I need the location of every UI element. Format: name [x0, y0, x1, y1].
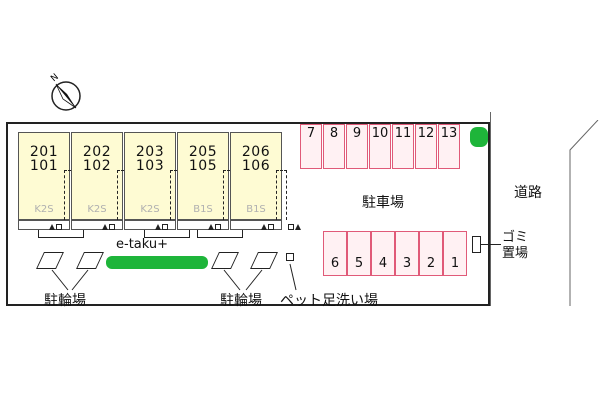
door-icon [288, 224, 294, 230]
parking-space: 4 [371, 231, 395, 276]
unit-lower-number: 105 [188, 158, 218, 174]
unit-entrance-strip [18, 220, 70, 230]
walkway [38, 230, 84, 238]
pet-wash-station [286, 253, 294, 261]
entrance-arrow-icon [102, 224, 108, 230]
parking-number: 10 [371, 126, 389, 141]
compass-icon: N [49, 72, 81, 111]
parking-space: 3 [395, 231, 419, 276]
door-icon [162, 224, 168, 230]
garbage-label: ゴミ置場 [502, 230, 529, 261]
parking-number: 13 [440, 126, 458, 141]
unit-upper-number: 203 [135, 144, 165, 160]
green-marker-top [470, 127, 488, 147]
parking-number: 3 [402, 256, 412, 271]
parking-space: 10 [369, 124, 391, 169]
unit-entrance-strip [124, 220, 176, 230]
green-bar [106, 256, 208, 269]
parking-space: 1 [443, 231, 467, 276]
parking-space: 8 [323, 124, 345, 169]
parking-space: 9 [346, 124, 368, 169]
unit-type: B1S [246, 204, 266, 215]
parking-number: 1 [450, 256, 460, 271]
entrance-arrow-icon [155, 224, 161, 230]
entrance-arrow-icon [295, 224, 301, 230]
parking-space: 12 [415, 124, 437, 169]
parking-number: 8 [329, 126, 339, 141]
unit-type: K2S [87, 204, 107, 215]
unit-type: B1S [193, 204, 213, 215]
unit-entrance-strip [230, 220, 282, 230]
parking-space: 13 [438, 124, 460, 169]
garbage-station [472, 236, 481, 253]
entrance-arrow-icon [261, 224, 267, 230]
bike-leaders [51, 263, 297, 291]
parking-number: 9 [352, 126, 362, 141]
bike-parking-left-label: 駐輪場 [44, 293, 86, 309]
unit-lower-number: 102 [82, 158, 112, 174]
parking-number: 2 [426, 256, 436, 271]
parking-number: 7 [306, 126, 316, 141]
property-line [490, 112, 491, 306]
parking-space: 7 [300, 124, 322, 169]
unit-upper-number: 206 [241, 144, 271, 160]
door-icon [268, 224, 274, 230]
parking-space: 11 [392, 124, 414, 169]
compass-north-label: N [49, 72, 61, 84]
parking-number: 11 [394, 126, 412, 141]
parking-space: 6 [323, 231, 347, 276]
unit-entrance-strip [71, 220, 123, 230]
parking-number: 6 [330, 256, 340, 271]
door-icon [56, 224, 62, 230]
unit-upper-number: 201 [29, 144, 59, 160]
unit-type: K2S [34, 204, 54, 215]
road-label: 道路 [514, 185, 542, 201]
parking-number: 12 [417, 126, 435, 141]
parking-space: 5 [347, 231, 371, 276]
walkway [197, 230, 243, 238]
stairway [276, 170, 287, 220]
bike-parking-right-label: 駐輪場 [220, 293, 262, 309]
unit-lower-number: 106 [241, 158, 271, 174]
parking-number: 4 [378, 256, 388, 271]
unit-upper-number: 205 [188, 144, 218, 160]
service-label: e-taku+ [116, 237, 169, 252]
unit-entrance-strip [177, 220, 229, 230]
unit-type: K2S [140, 204, 160, 215]
parking-number: 5 [354, 256, 364, 271]
unit-lower-number: 103 [135, 158, 165, 174]
entrance-arrow-icon [208, 224, 214, 230]
garbage-leader [481, 244, 501, 245]
parking-lot-label: 駐車場 [362, 195, 404, 211]
road-boundary [569, 120, 599, 306]
parking-space: 2 [419, 231, 443, 276]
door-icon [109, 224, 115, 230]
pet-wash-label: ペット足洗い場 [280, 293, 378, 309]
unit-upper-number: 202 [82, 144, 112, 160]
entrance-arrow-icon [49, 224, 55, 230]
unit-lower-number: 101 [29, 158, 59, 174]
walkway [144, 230, 190, 238]
door-icon [215, 224, 221, 230]
